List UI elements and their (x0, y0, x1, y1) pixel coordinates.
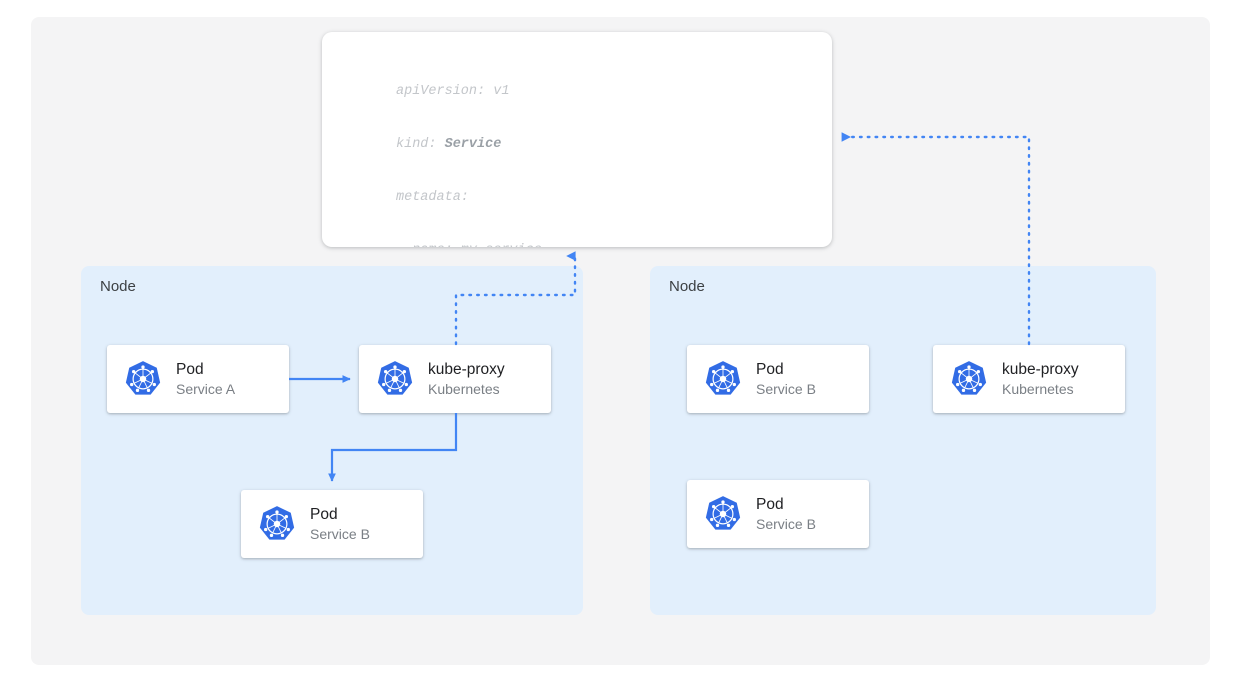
node-label-left: Node (100, 278, 136, 295)
box-kube-proxy-left[interactable]: kube-proxy Kubernetes (359, 345, 551, 413)
box-title: Pod (756, 360, 784, 378)
box-title: kube-proxy (1002, 360, 1079, 378)
box-text: kube-proxy Kubernetes (1002, 360, 1079, 399)
service-manifest-text: apiVersion: v1 kind: Service metadata: n… (396, 48, 728, 247)
box-title: Pod (176, 360, 204, 378)
box-text: Pod Service B (756, 360, 816, 399)
node-panel-left: Node (81, 266, 583, 615)
box-text: Pod Service A (176, 360, 235, 399)
node-label-right: Node (669, 278, 705, 295)
yaml-kind-key: kind: (396, 136, 445, 152)
box-subtitle: Service B (756, 380, 816, 397)
box-pod-service-a[interactable]: Pod Service A (107, 345, 289, 413)
box-title: kube-proxy (428, 360, 505, 378)
yaml-line-kind: kind: Service (396, 136, 728, 154)
box-subtitle: Service B (756, 515, 816, 532)
box-text: kube-proxy Kubernetes (428, 360, 505, 399)
kubernetes-icon (376, 360, 414, 398)
box-subtitle: Service B (310, 525, 370, 542)
box-subtitle: Kubernetes (428, 380, 500, 397)
node-panel-right: Node (650, 266, 1156, 615)
yaml-line-name: name: my-service (396, 242, 728, 247)
box-pod-service-b-right-top[interactable]: Pod Service B (687, 345, 869, 413)
service-manifest-card: apiVersion: v1 kind: Service metadata: n… (322, 32, 832, 247)
box-text: Pod Service B (310, 505, 370, 544)
yaml-line-apiversion: apiVersion: v1 (396, 84, 510, 100)
yaml-line-metadata: metadata: (396, 189, 469, 205)
kubernetes-icon (704, 360, 742, 398)
box-pod-service-b-left[interactable]: Pod Service B (241, 490, 423, 558)
box-title: Pod (756, 495, 784, 513)
kubernetes-icon (950, 360, 988, 398)
kubernetes-icon (258, 505, 296, 543)
yaml-kind-value: Service (444, 136, 502, 152)
box-subtitle: Service A (176, 380, 236, 397)
box-kube-proxy-right[interactable]: kube-proxy Kubernetes (933, 345, 1125, 413)
box-pod-service-b-right-bottom[interactable]: Pod Service B (687, 480, 869, 548)
box-title: Pod (310, 505, 338, 523)
box-text: Pod Service B (756, 495, 816, 534)
kubernetes-icon (704, 495, 742, 533)
box-subtitle: Kubernetes (1002, 380, 1074, 397)
kubernetes-icon (124, 360, 162, 398)
